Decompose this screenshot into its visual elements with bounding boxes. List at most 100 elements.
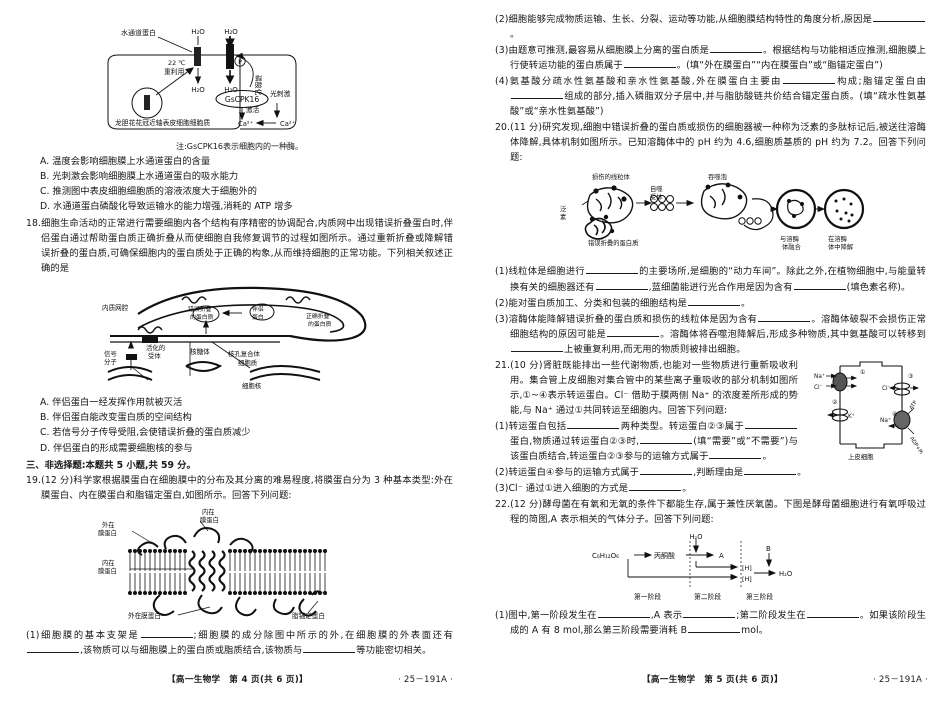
- label-damaged-mitochondrion: 损伤的线粒体: [592, 172, 630, 181]
- q17-water-channel-figure: P GsCPK16 水通道蛋白 H₂O H₂O H₂O H₂O 22 ℃ 重利用…: [107, 28, 296, 130]
- fill-in-blank[interactable]: [782, 75, 835, 85]
- svg-text:P: P: [238, 59, 242, 66]
- fill-in-blank[interactable]: [27, 644, 79, 653]
- fill-in-blank[interactable]: [709, 450, 762, 460]
- q17-option-c: C. 推测图中表皮细胞细胞质的溶液浓度大于细胞外的: [40, 186, 257, 198]
- label-h2o-right-q22: H₂O: [779, 570, 792, 578]
- label-stage2: 第二阶段: [694, 592, 721, 601]
- fill-in-blank[interactable]: [595, 281, 648, 290]
- fill-in-blank[interactable]: [567, 420, 620, 429]
- label-misfolded-protein-2: 的蛋白质: [190, 313, 214, 321]
- q20-sub1: (1)线粒体是细胞进行的主要场所,是细胞的“动力车间”。除此之外,在植物细胞中,…: [495, 265, 926, 293]
- fill-in-blank[interactable]: [744, 466, 797, 476]
- fill-in-blank[interactable]: [688, 624, 741, 634]
- label-inner-membrane-protein-top-2: 膜蛋白: [200, 515, 219, 524]
- q22-respiration-figure: C₆H₁₂O₆ 丙酮酸 H₂O A B [H] [H] H₂O 第一阶段 第二阶…: [592, 533, 792, 601]
- fill-in-blank[interactable]: [873, 13, 925, 22]
- label-a-q22: A: [719, 552, 724, 560]
- q21-stem-text: (10 分)肾脏既能排出一些代谢物质,也能对一些物质进行重新吸收利用。集合管上皮…: [510, 359, 798, 416]
- label-inner-membrane-protein-left-2: 膜蛋白: [98, 566, 117, 575]
- label-autophagy-receptor-2: 受体: [650, 192, 663, 201]
- label-inner-membrane-protein-left: 内在: [102, 558, 115, 567]
- q18-stem: 18.细胞生命活动的正常进行需要细胞内各个结构有序精密的协调配合,内质网中出现错…: [26, 216, 453, 276]
- label-fuse-lysosome: 与溶酶: [780, 234, 800, 243]
- q19-sub1: (1)细胞膜的基本支架是;细胞膜的成分除图中所示的外,在细胞膜的外表面还有,该物…: [26, 629, 453, 656]
- label-cl-right: Cl⁻: [882, 386, 891, 392]
- left-footer-right: · 25－191A ·: [398, 675, 453, 685]
- peripheral-proteins: [136, 526, 317, 617]
- vesicle-protein: [143, 95, 150, 110]
- label-temperature: 22 ℃: [168, 59, 185, 67]
- q18-option-c: C. 若信号分子传导受阻,会使错误折叠的蛋白质减少: [40, 427, 251, 439]
- label-h2o-top-q22: H₂O: [689, 533, 702, 541]
- fill-in-blank[interactable]: [303, 644, 356, 653]
- label-h-1: [H]: [742, 564, 752, 572]
- label-ubiquitin: 泛: [560, 204, 567, 213]
- fill-in-blank[interactable]: [623, 59, 676, 69]
- fill-in-blank[interactable]: [710, 44, 763, 54]
- fill-in-blank[interactable]: [597, 609, 650, 619]
- fill-in-blank[interactable]: [640, 466, 693, 476]
- label-degrade-lysosome: 在溶酶: [828, 234, 848, 243]
- label-activate: 激活: [246, 105, 260, 114]
- q19-stem: 19.(12 分)科学家根据膜蛋白在细胞膜中的分布及其分离的难易程度,将膜蛋白分…: [26, 473, 453, 503]
- q17-option-d: D. 水通道蛋白磷酸化导致运输水的能力增强,消耗的 ATP 增多: [40, 201, 293, 213]
- q18-option-b: B. 伴侣蛋白能改变蛋白质的空间结构: [40, 412, 192, 424]
- left-page-column: P GsCPK16 水通道蛋白 H₂O H₂O H₂O H₂O 22 ℃ 重利用…: [26, 28, 453, 685]
- q21-sub1: (1)转运蛋白包括两种类型。转运蛋白②③属于蛋白,物质通过转运蛋白②③时,(填“…: [495, 420, 798, 463]
- q19-membrane-protein-figure: 外在 膜蛋白 内在 膜蛋白 内在 膜蛋白 外在膜蛋白 脂锚定蛋白: [98, 507, 327, 620]
- label-glucose: C₆H₁₂O₆: [592, 552, 619, 560]
- label-transporter-2: ②: [832, 399, 838, 406]
- fill-in-blank[interactable]: [585, 265, 638, 275]
- label-transporter-3: ③: [908, 373, 913, 380]
- q22-sub1: (1)图中,第一阶段发生在,A 表示;第二阶段发生在。如果该阶段生成的 A 有 …: [495, 609, 926, 637]
- fill-in-blank[interactable]: [793, 281, 846, 290]
- label-chaperone: 伴侣: [252, 305, 264, 313]
- label-outer-membrane-protein-left: 外在: [102, 520, 115, 529]
- right-footer-right: · 25－191A ·: [873, 675, 928, 685]
- q19-sub2: (2)细胞能够完成物质运输、生长、分裂、运动等功能,从细胞膜结构特性的角度分析,…: [495, 12, 926, 42]
- q17-option-b: B. 光刺激会影响细胞膜上水通道蛋白的吸水能力: [40, 171, 239, 183]
- q18-option-d: D. 伴侣蛋白的形成需要细胞核的参与: [40, 442, 193, 454]
- label-h2o-top-left: H₂O: [191, 28, 205, 36]
- fill-in-blank[interactable]: [140, 629, 193, 638]
- q20-stem-text: (11 分)研究发现,细胞中错误折叠的蛋白质或损伤的细胞器被一种称为泛素的多肽标…: [510, 122, 926, 164]
- fill-in-blank[interactable]: [744, 420, 797, 429]
- q20-number: 20.: [495, 122, 511, 134]
- q18-number: 18.: [26, 218, 42, 230]
- q18-stem-text: 细胞生命活动的正常进行需要细胞内各个结构有序精密的协调配合,内质网中出现错误折叠…: [41, 218, 453, 275]
- q19-sub4: (4)氨基酸分疏水性氨基酸和亲水性氨基酸,外在膜蛋白主要由构成;脂锚定蛋白由组成…: [495, 75, 926, 118]
- fill-in-blank[interactable]: [629, 482, 682, 492]
- label-fuse-lysosome-2: 体融合: [782, 242, 802, 251]
- q20-sub2: (2)能对蛋白质加工、分类和包装的细胞结构是。: [495, 297, 751, 309]
- right-footer: 【高一生物学 第 5 页(共 6 页)】: [475, 673, 950, 685]
- label-nuclear-pore: 核孔复合体: [228, 349, 261, 358]
- fill-in-blank[interactable]: [511, 90, 563, 100]
- q19-figure-wrap: 外在 膜蛋白 内在 膜蛋白 内在 膜蛋白 外在膜蛋白 脂锚定蛋白: [26, 504, 453, 628]
- label-misfolded-protein-q20: 错误折叠的蛋白质: [588, 238, 638, 247]
- q22-stem-text: (12 分)酵母菌在有氧和无氧的条件下都能生存,属于兼性厌氧菌。下图是酵母菌细胞…: [510, 499, 926, 526]
- q21-sub2: (2)转运蛋白④参与的运输方式属于,判断理由是。: [495, 466, 807, 479]
- label-h-2: [H]: [742, 575, 752, 583]
- label-stage1: 第一阶段: [634, 592, 661, 601]
- label-phagosome: 吞噬泡: [708, 172, 728, 181]
- fill-in-blank[interactable]: [607, 328, 660, 337]
- fill-in-blank[interactable]: [806, 609, 859, 619]
- fill-in-blank[interactable]: [688, 297, 741, 306]
- fill-in-blank[interactable]: [511, 343, 563, 352]
- fill-in-blank[interactable]: [683, 609, 736, 619]
- label-na-left: Na⁺: [814, 373, 825, 380]
- q20-lysosome-degradation-figure: 损伤的线粒体 泛 素 自噬 受体 吞噬泡 错误折叠的蛋白质 与溶酶 体融合 在溶…: [560, 172, 864, 251]
- q22-figure-wrap: C₆H₁₂O₆ 丙酮酸 H₂O A B [H] [H] H₂O 第一阶段 第二阶…: [495, 528, 926, 608]
- fill-in-blank[interactable]: [758, 313, 811, 322]
- q18-option-a: A. 伴侣蛋白一经发挥作用就被灭活: [40, 397, 183, 409]
- q21-transporter-figure: ① ② ③ ④ Na⁺ Cl⁻ K⁺ Cl⁻ Na⁺ ATP ADP+Pi 上皮…: [814, 361, 924, 461]
- label-signal-molecule: 信号: [104, 349, 117, 358]
- enzyme-label: GsCPK16: [224, 95, 259, 104]
- label-phosphorylation: 磷酸化: [254, 75, 263, 96]
- fill-in-blank[interactable]: [640, 435, 693, 444]
- label-transporter-4: ④: [892, 411, 897, 418]
- label-correct-fold-2: 的蛋白质: [308, 320, 332, 328]
- q18-protein-folding-figure: 内质网腔 错误折叠 的蛋白质 伴侣 蛋白 正确折叠 的蛋白质 活化的 受体 核糖…: [102, 287, 366, 390]
- label-degrade-lysosome-2: 体中降解: [828, 242, 854, 251]
